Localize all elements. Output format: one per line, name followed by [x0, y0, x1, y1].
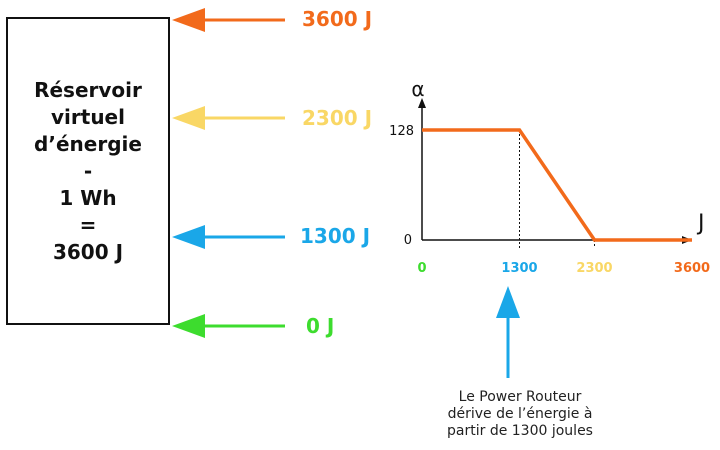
y-tick-label: 0 [404, 233, 412, 248]
note-arrow [496, 286, 520, 378]
level-arrow-2300 [172, 106, 285, 130]
reservoir-line: Réservoir [34, 77, 142, 102]
y-axis-label: α [411, 77, 424, 101]
x-axis-label: J [696, 211, 705, 236]
x-tick-label: 0 [417, 261, 426, 276]
x-tick-label: 1300 [501, 261, 537, 276]
note-line: dérive de l’énergie à [447, 406, 593, 422]
reservoir-line: = [79, 212, 97, 237]
x-tick-label: 3600 [674, 261, 710, 276]
level-arrow-3600 [172, 8, 285, 32]
alpha-series-line [422, 128, 692, 242]
reservoir-line: virtuel [51, 104, 125, 129]
reservoir-line: 3600 J [52, 239, 124, 264]
level-arrow-0 [172, 314, 285, 338]
level-label-3600: 3600 J [302, 7, 373, 31]
note-line: partir de 1300 joules [447, 423, 593, 439]
y-axis-arrowhead [418, 98, 426, 108]
level-label-1300: 1300 J [300, 224, 371, 248]
level-arrow-1300 [172, 225, 285, 249]
level-label-0: 0 J [306, 314, 335, 338]
y-tick-label: 128 [389, 124, 414, 139]
reservoir-line: 1 Wh [59, 185, 117, 210]
reservoir-line: d’énergie [34, 131, 142, 156]
energy-reservoir-box: Réservoir virtuel d’énergie - 1 Wh = 360… [6, 17, 170, 325]
power-router-note: Le Power Routeur dérive de l’énergie à p… [430, 389, 610, 440]
level-label-2300: 2300 J [302, 106, 373, 130]
reservoir-line: - [83, 158, 93, 183]
note-line: Le Power Routeur [458, 389, 582, 405]
x-tick-label: 2300 [576, 261, 612, 276]
